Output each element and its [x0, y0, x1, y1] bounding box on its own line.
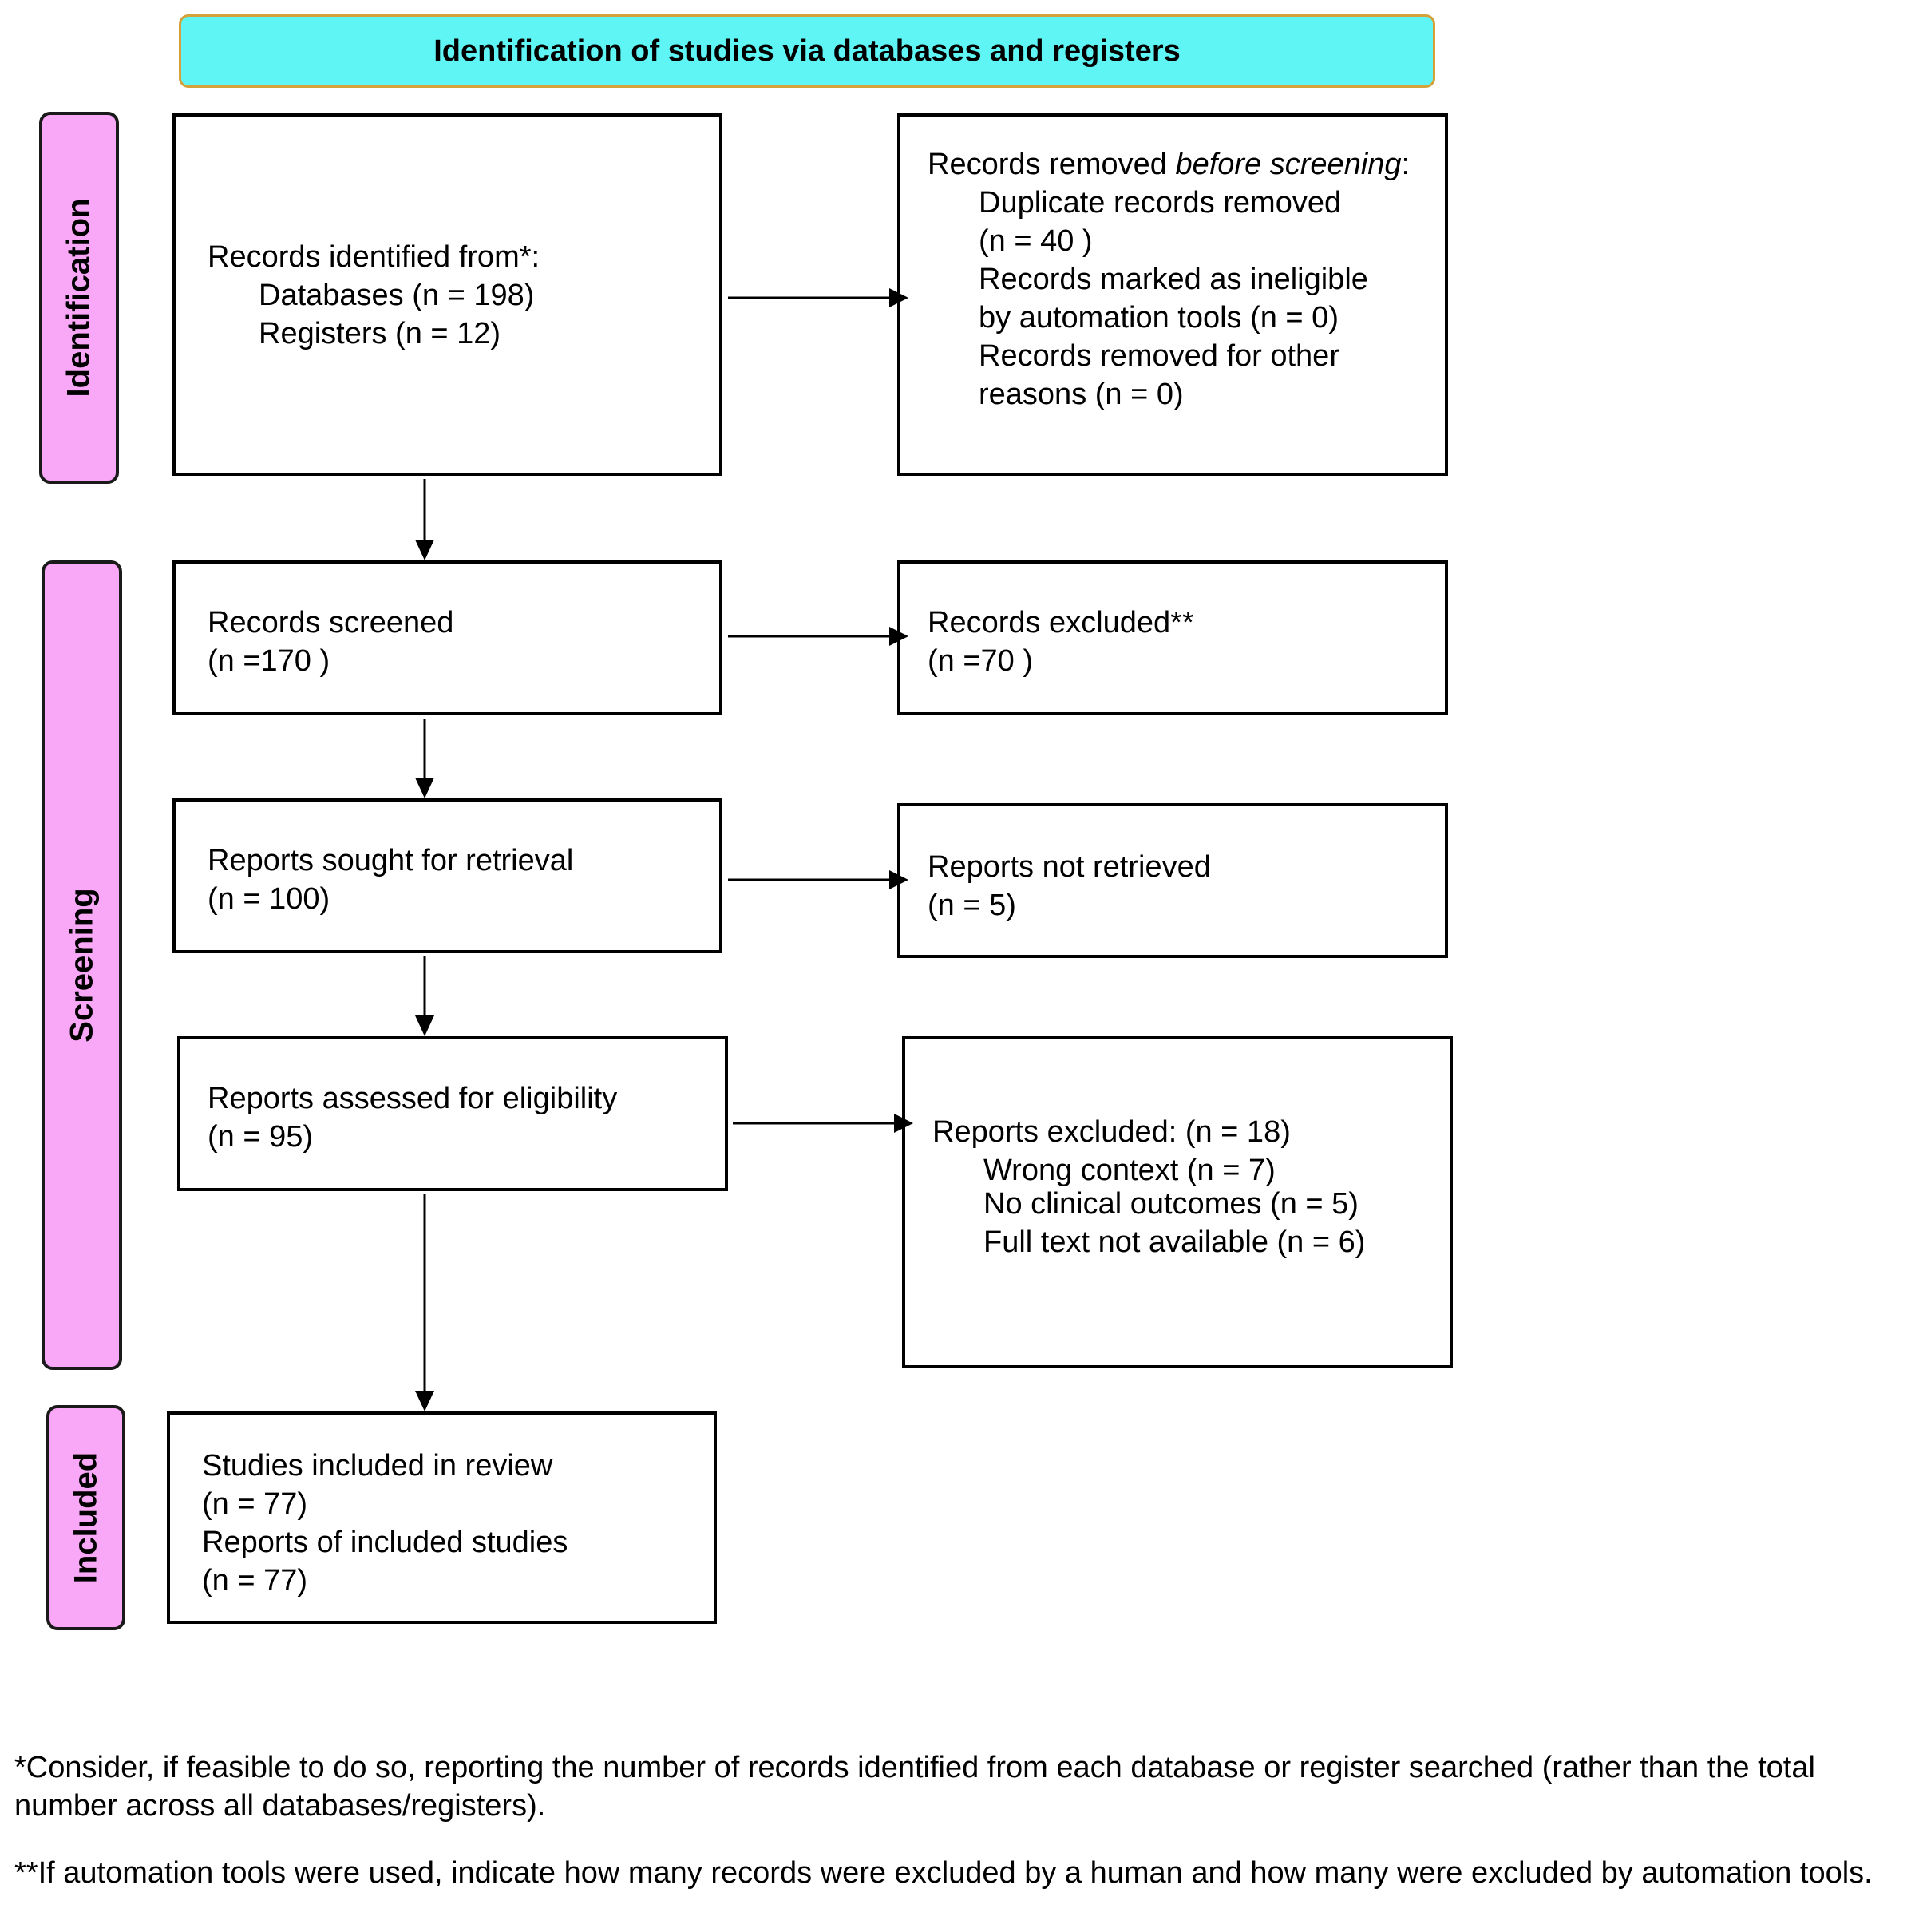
footnote-records: *Consider, if feasible to do so, reporti… — [14, 1751, 1815, 1823]
box-reports-sought: Reports sought for retrieval (n = 100) — [172, 798, 722, 953]
header-title: Identification of studies via databases … — [433, 34, 1181, 68]
reason-wrong-context: Wrong context (n = 7) — [983, 1154, 1276, 1187]
arrowhead-sought — [415, 778, 434, 798]
reports-sought-label: Reports sought for retrieval — [208, 844, 574, 877]
records-screened-label: Records screened — [208, 606, 454, 639]
reason-no-clinical-outcomes: No clinical outcomes (n = 5) — [983, 1187, 1359, 1221]
reports-assessed-label: Reports assessed for eligibility — [208, 1082, 618, 1115]
arrowhead-removed — [889, 288, 908, 307]
ineligible-count: by automation tools (n = 0) — [979, 301, 1339, 335]
phase-included: Included — [46, 1405, 125, 1630]
arrowhead-assessed — [415, 1015, 434, 1036]
records-screened-count: (n =170 ) — [208, 644, 330, 678]
reports-included-count: (n = 77) — [202, 1564, 308, 1597]
arrowhead-included — [415, 1391, 434, 1411]
records-removed-label: Records removed before screening: — [928, 148, 1411, 181]
reports-assessed-count: (n = 95) — [208, 1120, 314, 1154]
reports-not-retrieved-label: Reports not retrieved — [928, 850, 1211, 884]
reports-sought-count: (n = 100) — [208, 882, 330, 916]
box-studies-included: Studies included in review (n = 77) Repo… — [167, 1411, 717, 1624]
arrowhead-screened — [415, 540, 434, 560]
header-banner: Identification of studies via databases … — [179, 14, 1435, 88]
phase-screening: Screening — [42, 560, 122, 1370]
reports-excluded-label: Reports excluded: (n = 18) — [932, 1115, 1291, 1149]
reports-included-label: Reports of included studies — [202, 1526, 568, 1559]
footnote-automation: **If automation tools were used, indicat… — [14, 1856, 1873, 1890]
records-identified-label: Records identified from*: — [208, 240, 540, 274]
duplicates-label: Duplicate records removed — [979, 186, 1342, 220]
records-excluded-count: (n =70 ) — [928, 644, 1034, 678]
reason-full-text-unavailable: Full text not available (n = 6) — [983, 1225, 1366, 1259]
other-removed-count: reasons (n = 0) — [979, 378, 1184, 411]
studies-included-label: Studies included in review — [202, 1449, 553, 1483]
phase-identification: Identification — [39, 112, 119, 484]
arrowhead-excluded — [889, 627, 908, 646]
box-records-identified: Records identified from*: Databases (n =… — [172, 113, 722, 476]
box-reports-not-retrieved: Reports not retrieved (n = 5) — [897, 803, 1448, 958]
box-reports-excluded: Reports excluded: (n = 18) Wrong context… — [902, 1036, 1453, 1368]
records-excluded-label: Records excluded** — [928, 606, 1194, 639]
arrowhead-reports-excluded — [894, 1114, 913, 1133]
registers-count: Registers (n = 12) — [259, 317, 501, 350]
studies-included-count: (n = 77) — [202, 1487, 308, 1521]
arrowhead-not-retrieved — [889, 870, 908, 889]
box-records-screened: Records screened (n =170 ) — [172, 560, 722, 715]
duplicates-count: (n = 40 ) — [979, 224, 1093, 258]
databases-count: Databases (n = 198) — [259, 279, 535, 312]
other-removed-label: Records removed for other — [979, 339, 1339, 373]
reports-not-retrieved-count: (n = 5) — [928, 889, 1016, 922]
ineligible-label: Records marked as ineligible — [979, 263, 1368, 296]
box-reports-assessed: Reports assessed for eligibility (n = 95… — [177, 1036, 728, 1191]
